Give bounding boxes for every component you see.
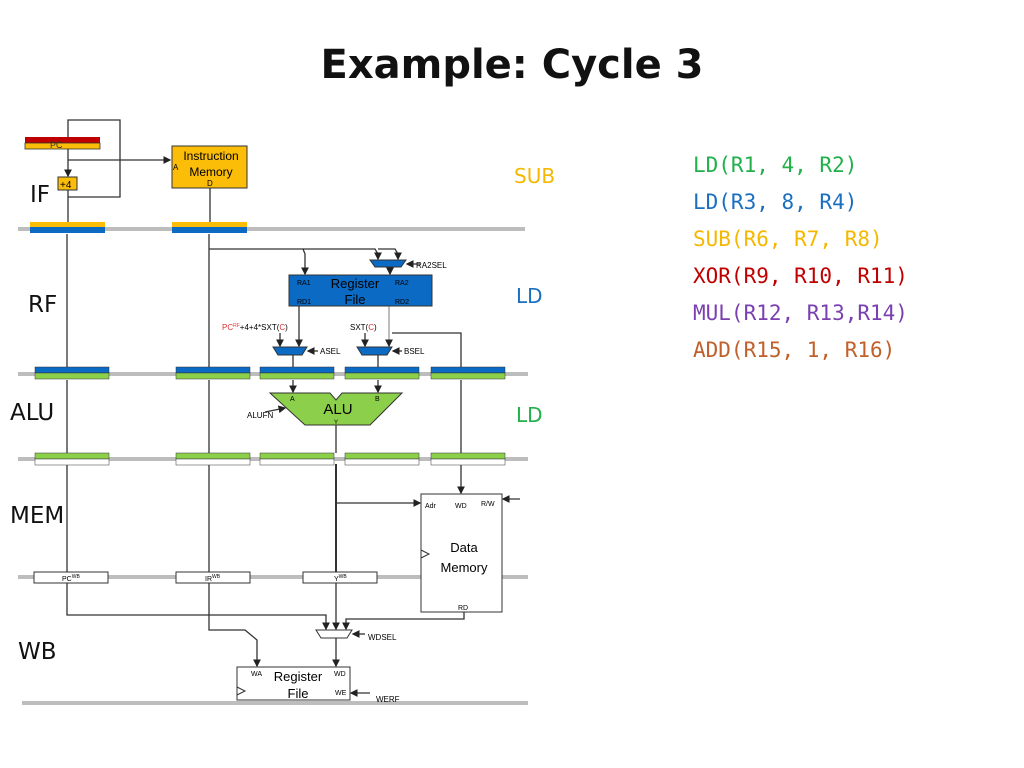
alufn-label: ALUFN: [247, 411, 273, 420]
pipeline-register-bar: [34, 372, 110, 380]
bsel-label: BSEL: [404, 347, 425, 356]
pipeline-register-bar: [344, 452, 420, 460]
svg-text:Memory: Memory: [189, 165, 232, 179]
instruction-memory: Instruction Memory A D: [171, 145, 248, 189]
bsel-mux: [356, 346, 393, 356]
wb-register-file: Register File WA WD WE: [236, 666, 351, 701]
svg-text:YWB: YWB: [334, 574, 347, 583]
pipeline-register-bar: [175, 372, 251, 380]
bsel-input-label: SXT(C): [350, 323, 377, 332]
svg-text:Data: Data: [450, 540, 478, 555]
alu: ALU A B Y: [268, 392, 404, 426]
pipeline-register-bar: [175, 458, 251, 466]
if-rf-pipeline-registers: [30, 222, 247, 233]
pipeline-register-bar: [259, 372, 335, 380]
svg-text:RA2: RA2: [395, 280, 409, 287]
pipeline-register-bar: [430, 452, 506, 460]
pipeline-register-bar: [344, 372, 420, 380]
pipeline-register-bar: [175, 452, 251, 460]
instruction-line: LD(R3, 8, R4): [693, 190, 858, 214]
wdsel-mux: [315, 629, 353, 639]
svg-text:B: B: [375, 396, 380, 403]
svg-text:WD: WD: [455, 503, 467, 510]
slide-title: Example: Cycle 3: [320, 42, 704, 88]
werf-label: WERF: [376, 695, 400, 704]
pipeline-register-bar: [259, 458, 335, 466]
pc-wb-register: PCWB: [33, 571, 109, 584]
svg-text:RA1: RA1: [297, 280, 311, 287]
rf-stage-instruction: LD: [516, 284, 543, 308]
pipeline-register-bar: [344, 366, 420, 374]
svg-text:D: D: [207, 179, 213, 188]
instruction-line: SUB(R6, R7, R8): [693, 227, 883, 251]
rf-alu-pipeline-registers: [34, 366, 506, 380]
svg-text:Instruction: Instruction: [183, 149, 238, 163]
ir-wb-register: IRWB: [175, 571, 251, 584]
svg-text:R/W: R/W: [481, 501, 495, 508]
stage-dividers: [18, 227, 528, 705]
ra2sel-label: RA2SEL: [416, 261, 447, 270]
alu-stage-instruction: LD: [516, 403, 543, 427]
svg-text:ALU: ALU: [323, 401, 352, 418]
svg-text:A: A: [290, 396, 295, 403]
pc-register: PC: [24, 137, 101, 150]
instruction-line: XOR(R9, R10, R11): [693, 264, 908, 288]
pipeline-register-bar: [259, 452, 335, 460]
register-file: Register File RA1 RA2 RD1 RD2: [288, 274, 433, 307]
alu-mem-pipeline-registers: [34, 452, 506, 466]
svg-text:A: A: [173, 163, 179, 172]
svg-text:RD1: RD1: [297, 299, 311, 306]
svg-text:WA: WA: [251, 671, 262, 678]
svg-text:WD: WD: [334, 671, 346, 678]
stage-label-wb: WB: [18, 639, 57, 665]
pipeline-register-bar: [34, 366, 110, 374]
svg-text:File: File: [345, 292, 366, 307]
instruction-line: LD(R1, 4, R2): [693, 153, 858, 177]
pipeline-register-bar: [259, 366, 335, 374]
svg-text:IRWB: IRWB: [205, 574, 221, 583]
stage-label-if: IF: [30, 182, 51, 208]
ra2sel-mux: [369, 259, 407, 268]
y-wb-register: YWB: [302, 571, 378, 584]
asel-mux: [272, 346, 308, 356]
svg-text:RD2: RD2: [395, 299, 409, 306]
instruction-line: MUL(R12, R13,R14): [693, 301, 908, 325]
pipeline-register-bar: [430, 458, 506, 466]
stage-label-rf: RF: [28, 292, 58, 318]
svg-text:Register: Register: [274, 669, 323, 684]
asel-input-label: PCRF+4+4*SXT(C): [222, 323, 288, 332]
svg-text:RD: RD: [458, 605, 468, 612]
svg-text:File: File: [288, 686, 309, 701]
wdsel-label: WDSEL: [368, 633, 397, 642]
svg-text:WE: WE: [335, 690, 347, 697]
svg-text:Y: Y: [334, 420, 338, 426]
pipeline-register-bar: [34, 452, 110, 460]
svg-text:Adr: Adr: [425, 503, 437, 510]
pipeline-register-bar: [430, 366, 506, 374]
pipeline-register-bar: [175, 366, 251, 374]
pipeline-register-bar: [344, 458, 420, 466]
pipeline-register-bar: [430, 372, 506, 380]
wires: [64, 119, 520, 697]
pipeline-register-bar: [34, 458, 110, 466]
if-stage-instruction: SUB: [514, 164, 556, 188]
instruction-line: ADD(R15, 1, R16): [693, 338, 896, 362]
asel-label: ASEL: [320, 347, 341, 356]
stage-label-alu: ALU: [10, 400, 55, 426]
svg-text:PC: PC: [50, 140, 63, 150]
svg-text:+4: +4: [60, 180, 72, 191]
stage-label-mem: MEM: [10, 503, 65, 529]
svg-text:PCWB: PCWB: [62, 574, 80, 583]
svg-text:Register: Register: [331, 276, 380, 291]
data-memory: Data Memory Adr WD R/W RD: [420, 493, 503, 613]
svg-text:Memory: Memory: [441, 560, 488, 575]
plus4-adder: +4: [57, 176, 78, 191]
